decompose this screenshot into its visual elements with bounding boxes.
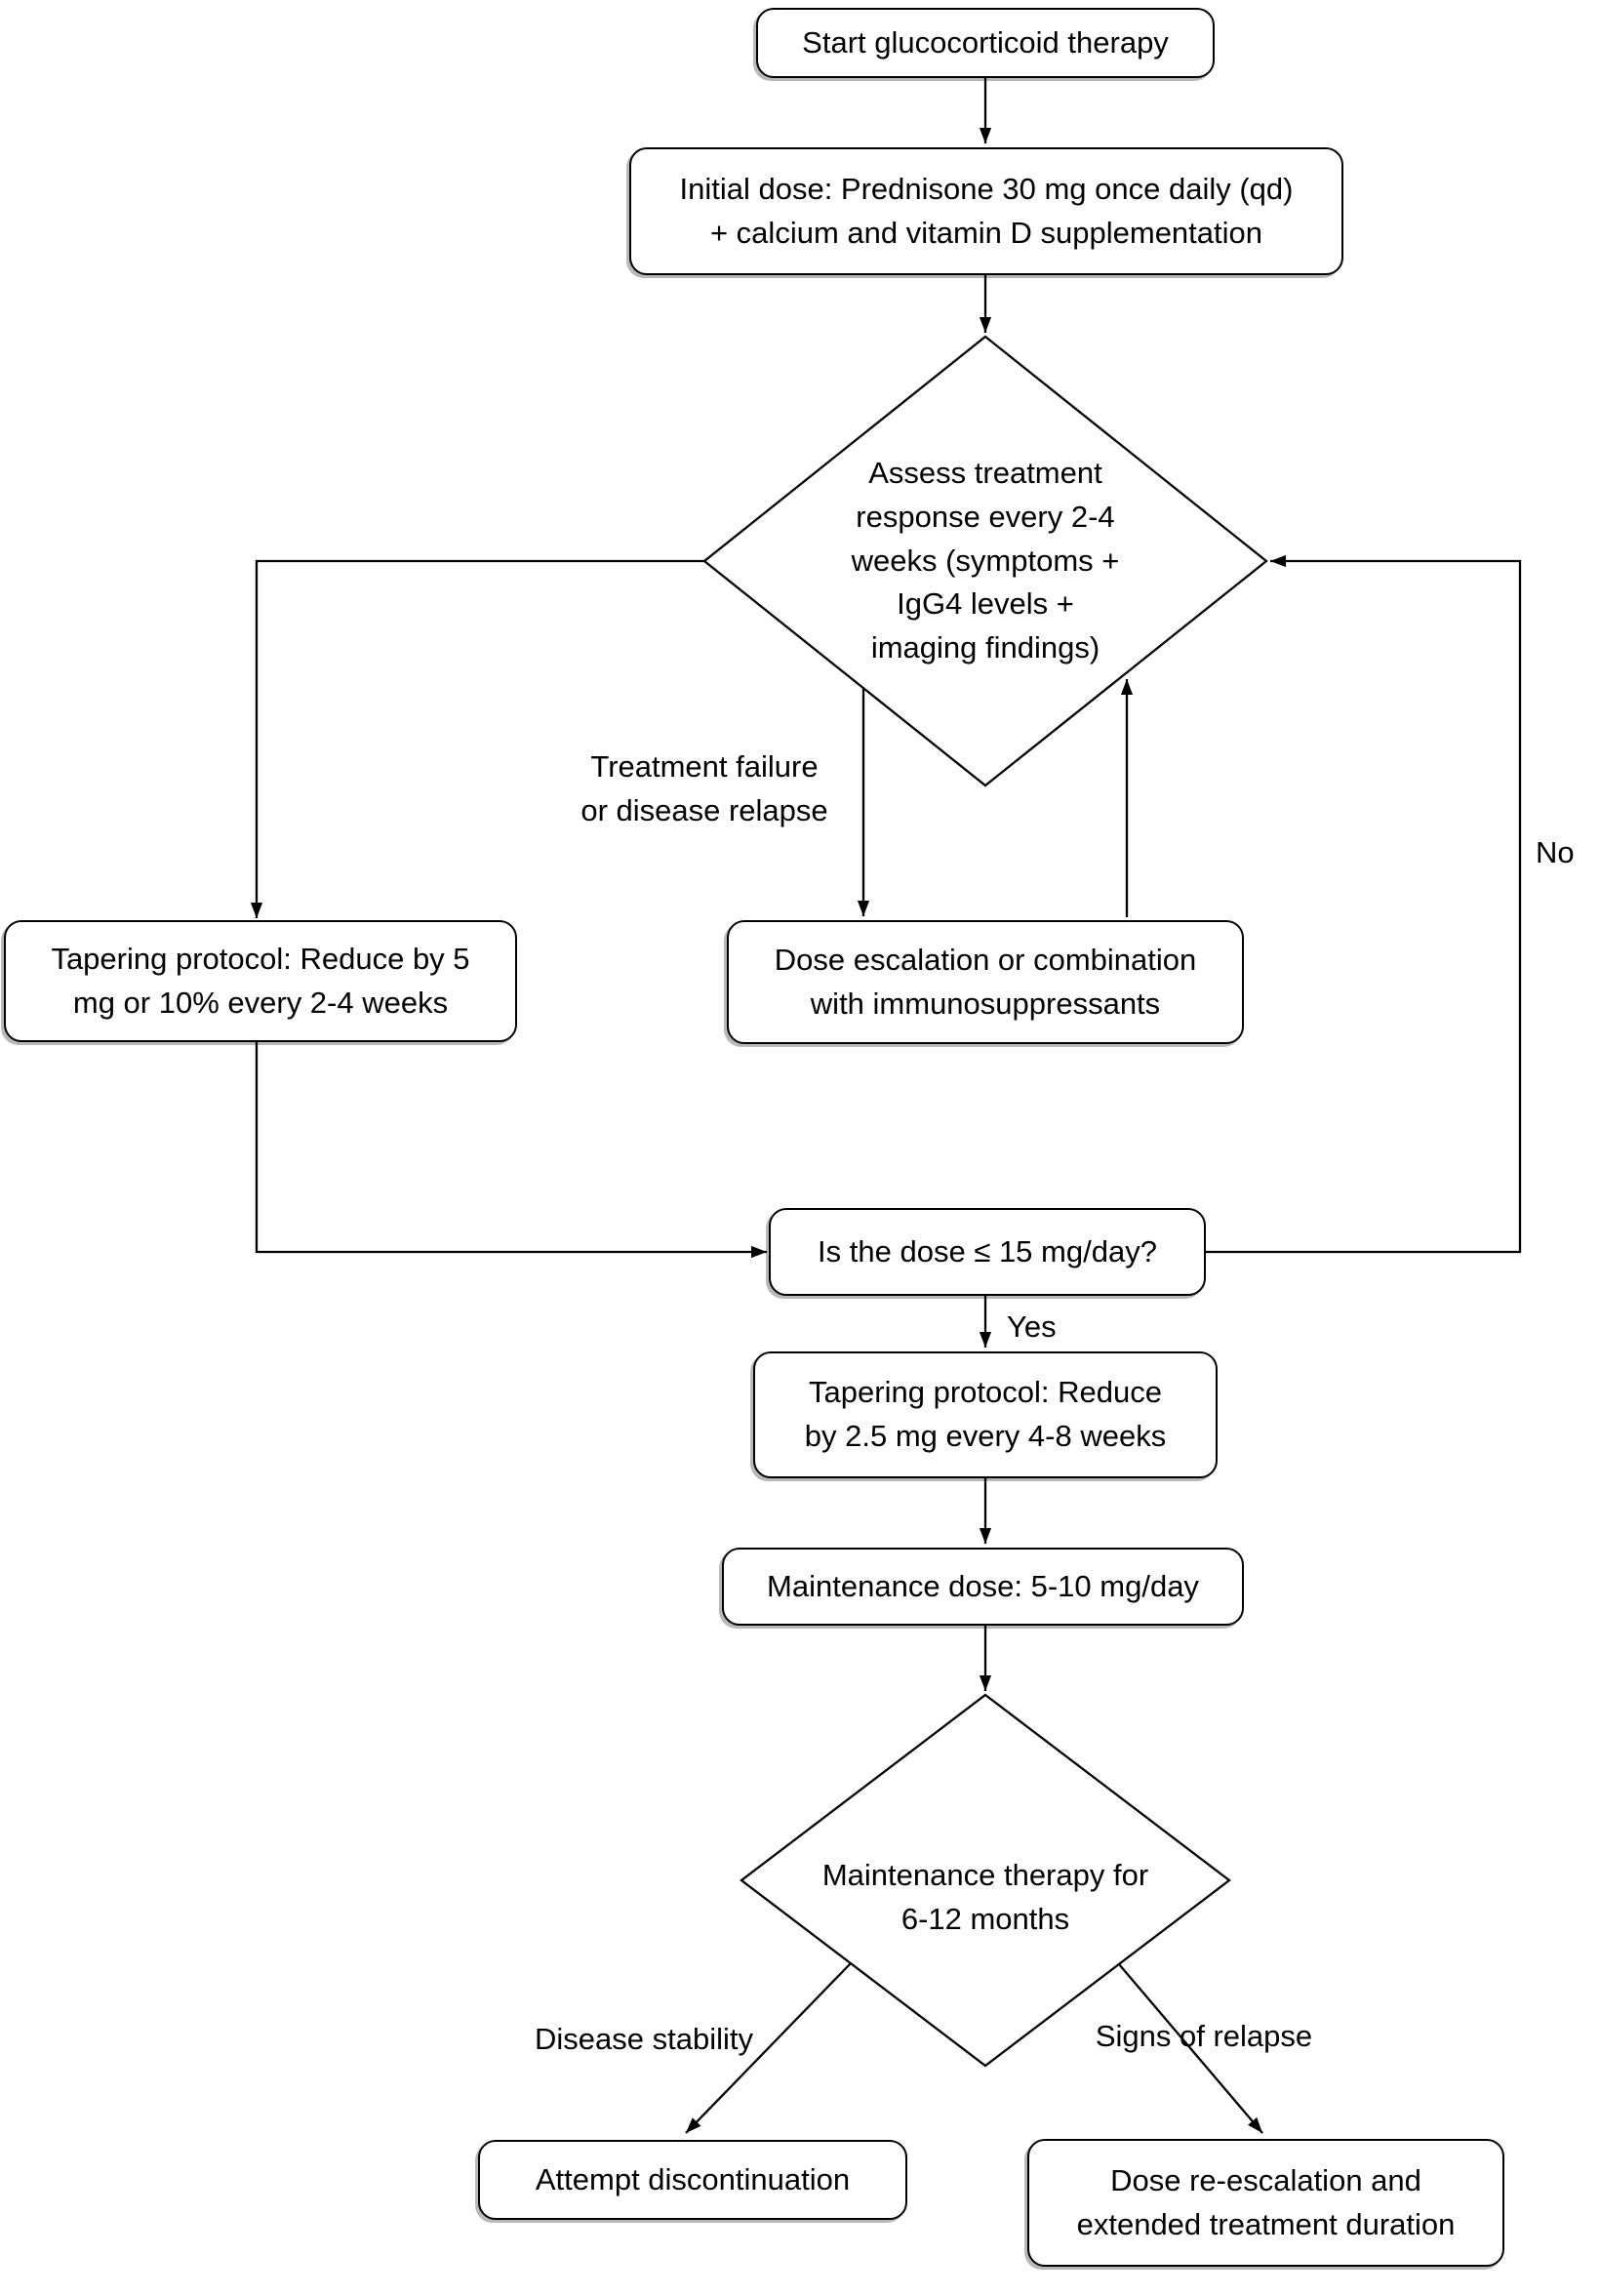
connector-taper5-to-dosecheck: [255, 1042, 767, 1259]
start-node: Start glucocorticoid therapy: [756, 8, 1215, 78]
initial-dose-node: Initial dose: Prednisone 30 mg once dail…: [629, 147, 1343, 275]
maintenance-therapy-diamond-shape: [740, 1693, 1231, 2068]
connector-assess-to-taper5: [250, 559, 704, 918]
dose-check-node: Is the dose ≤ 15 mg/day?: [769, 1208, 1206, 1296]
treatment-failure-edge-label: Treatment failure or disease relapse: [580, 749, 828, 827]
signs-of-relapse-edge-label: Signs of relapse: [1095, 2019, 1313, 2053]
dose-escalation-node: Dose escalation or combination with immu…: [727, 920, 1244, 1044]
connector-no-loop: [1206, 554, 1522, 1254]
connector-relapse-diagonal: [1118, 1963, 1263, 2134]
connector-stability-diagonal: [685, 1962, 852, 2134]
taper-5mg-node: Tapering protocol: Reduce by 5 mg or 10%…: [4, 920, 517, 1042]
maintenance-therapy-diamond-label: Maintenance therapy for 6-12 months: [821, 1858, 1149, 1936]
taper-2-5mg-node: Tapering protocol: Reduce by 2.5 mg ever…: [753, 1351, 1218, 1478]
no-edge-label: No: [1536, 835, 1575, 869]
disease-stability-edge-label: Disease stability: [535, 2022, 753, 2056]
yes-edge-label: Yes: [1007, 1309, 1057, 1344]
attempt-discontinuation-node: Attempt discontinuation: [478, 2140, 907, 2220]
maintenance-dose-node: Maintenance dose: 5-10 mg/day: [722, 1548, 1244, 1626]
re-escalation-node: Dose re-escalation and extended treatmen…: [1027, 2139, 1504, 2267]
assess-diamond-label: Assess treatment response every 2-4 week…: [851, 455, 1120, 665]
assess-diamond-shape: [702, 335, 1268, 787]
